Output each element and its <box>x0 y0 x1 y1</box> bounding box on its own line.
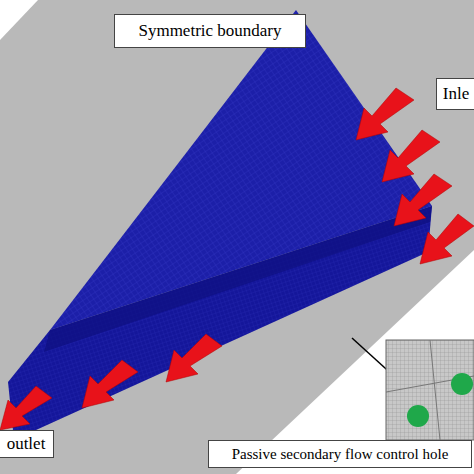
label-text: Inle <box>443 84 469 104</box>
label-text: Passive secondary flow control hole <box>232 446 449 463</box>
outlet-arrows <box>0 334 222 430</box>
label-text: outlet <box>7 434 46 454</box>
domain-edge-band <box>44 206 432 352</box>
label-box: Passive secondary flow control hole <box>208 440 472 468</box>
label-box: outlet <box>0 430 54 458</box>
control-hole <box>451 373 473 395</box>
inlet-arrows <box>356 88 474 264</box>
label-box: Inle <box>436 78 474 110</box>
inset-mesh-line <box>430 340 440 440</box>
label-box: Symmetric boundary <box>114 14 306 48</box>
label-text: Symmetric boundary <box>138 21 281 41</box>
control-hole <box>407 405 429 427</box>
inset-mesh <box>386 340 474 440</box>
domain-front-face <box>8 206 432 440</box>
